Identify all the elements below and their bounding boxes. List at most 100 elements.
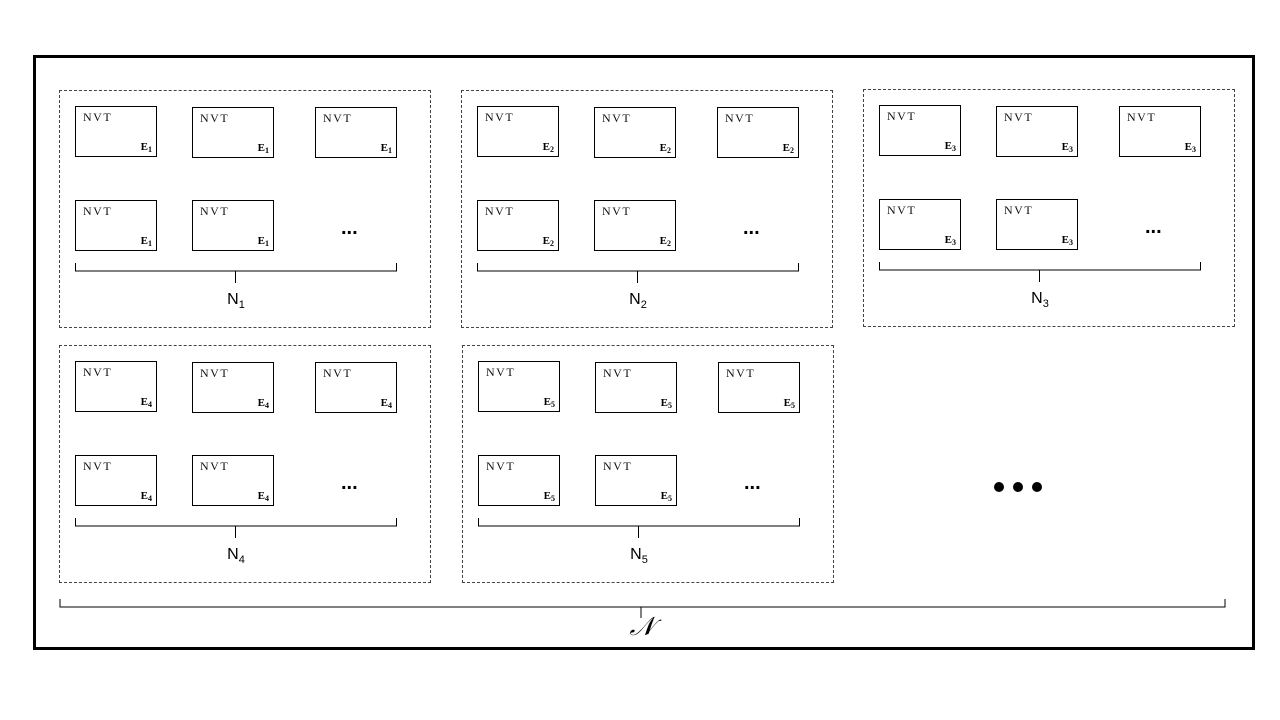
card-entity-main: E	[380, 397, 388, 409]
card-entity-index: 5	[551, 494, 555, 503]
nvt-card: NVT E4	[75, 455, 157, 506]
group-label-index: 3	[1042, 298, 1049, 311]
card-entity-label: E3	[945, 234, 956, 247]
card-entity-main: E	[660, 490, 668, 502]
nvt-card: NVT E4	[315, 362, 397, 413]
card-label: NVT	[200, 366, 230, 380]
card-entity-main: E	[1061, 141, 1069, 153]
ellipsis-dot	[1013, 482, 1023, 492]
card-entity-main: E	[542, 235, 550, 247]
card-entity-main: E	[140, 235, 148, 247]
card-label: NVT	[83, 110, 113, 124]
card-entity-label: E3	[1062, 234, 1073, 247]
card-label: NVT	[83, 365, 113, 379]
card-label: NVT	[486, 365, 516, 379]
group-label-main: N	[227, 291, 239, 308]
card-label: NVT	[485, 110, 515, 124]
card-entity-main: E	[140, 490, 148, 502]
card-entity-index: 1	[265, 239, 269, 248]
group-label-index: 4	[238, 554, 245, 567]
card-entity-label: E1	[258, 235, 269, 248]
card-label: NVT	[603, 459, 633, 473]
card-entity-main: E	[140, 396, 148, 408]
card-entity-main: E	[1184, 141, 1192, 153]
nvt-card: NVT E2	[594, 200, 676, 251]
group-label-main: N	[227, 546, 239, 563]
card-entity-main: E	[659, 235, 667, 247]
card-label: NVT	[725, 111, 755, 125]
card-entity-index: 1	[148, 239, 152, 248]
card-label: NVT	[602, 204, 632, 218]
group-label: N5	[619, 546, 659, 566]
card-entity-label: E3	[1185, 141, 1196, 154]
card-label: NVT	[485, 204, 515, 218]
card-entity-main: E	[659, 142, 667, 154]
card-entity-main: E	[257, 235, 265, 247]
card-label: NVT	[602, 111, 632, 125]
card-entity-index: 4	[148, 400, 152, 409]
group-brace	[477, 263, 799, 283]
group-label: N4	[216, 546, 256, 566]
card-label: NVT	[323, 366, 353, 380]
card-entity-main: E	[783, 397, 791, 409]
group-label-main: N	[629, 291, 641, 308]
card-entity-main: E	[944, 234, 952, 246]
card-entity-index: 1	[265, 146, 269, 155]
card-entity-index: 2	[790, 146, 794, 155]
card-entity-label: E5	[661, 490, 672, 503]
card-entity-index: 1	[148, 145, 152, 154]
card-entity-label: E2	[543, 235, 554, 248]
card-entity-label: E4	[258, 397, 269, 410]
card-entity-index: 5	[791, 401, 795, 410]
group-brace	[75, 263, 397, 283]
card-entity-index: 4	[148, 494, 152, 503]
group-label-index: 2	[640, 299, 647, 312]
group-brace	[75, 518, 397, 538]
card-entity-index: 4	[265, 494, 269, 503]
group-2	[461, 90, 833, 328]
ellipsis-dot	[1032, 482, 1042, 492]
group-brace	[879, 262, 1201, 282]
card-entity-label: E3	[1062, 141, 1073, 154]
group-label-index: 1	[238, 299, 245, 312]
card-entity-label: E1	[258, 142, 269, 155]
card-entity-index: 3	[952, 144, 956, 153]
card-entity-index: 5	[668, 401, 672, 410]
card-entity-label: E1	[141, 235, 152, 248]
card-entity-main: E	[257, 142, 265, 154]
ellipsis-dot	[994, 482, 1004, 492]
group-3	[863, 89, 1235, 327]
card-entity-index: 3	[1069, 145, 1073, 154]
nvt-card: NVT E4	[75, 361, 157, 412]
card-entity-label: E2	[660, 142, 671, 155]
card-entity-label: E5	[661, 397, 672, 410]
card-entity-main: E	[257, 397, 265, 409]
card-label: NVT	[486, 459, 516, 473]
more-groups-ellipsis	[992, 482, 1046, 494]
outer-frame	[33, 55, 1255, 650]
card-label: NVT	[200, 459, 230, 473]
group-4	[59, 345, 431, 583]
card-entity-label: E5	[784, 397, 795, 410]
card-entity-index: 2	[550, 239, 554, 248]
card-entity-index: 1	[388, 146, 392, 155]
card-entity-index: 4	[388, 401, 392, 410]
card-entity-index: 3	[1069, 238, 1073, 247]
card-entity-label: E3	[945, 140, 956, 153]
card-label: NVT	[83, 459, 113, 473]
card-entity-label: E4	[381, 397, 392, 410]
card-entity-main: E	[380, 142, 388, 154]
group-label: N2	[618, 291, 658, 311]
card-entity-index: 2	[667, 239, 671, 248]
nvt-card: NVT E5	[595, 455, 677, 506]
